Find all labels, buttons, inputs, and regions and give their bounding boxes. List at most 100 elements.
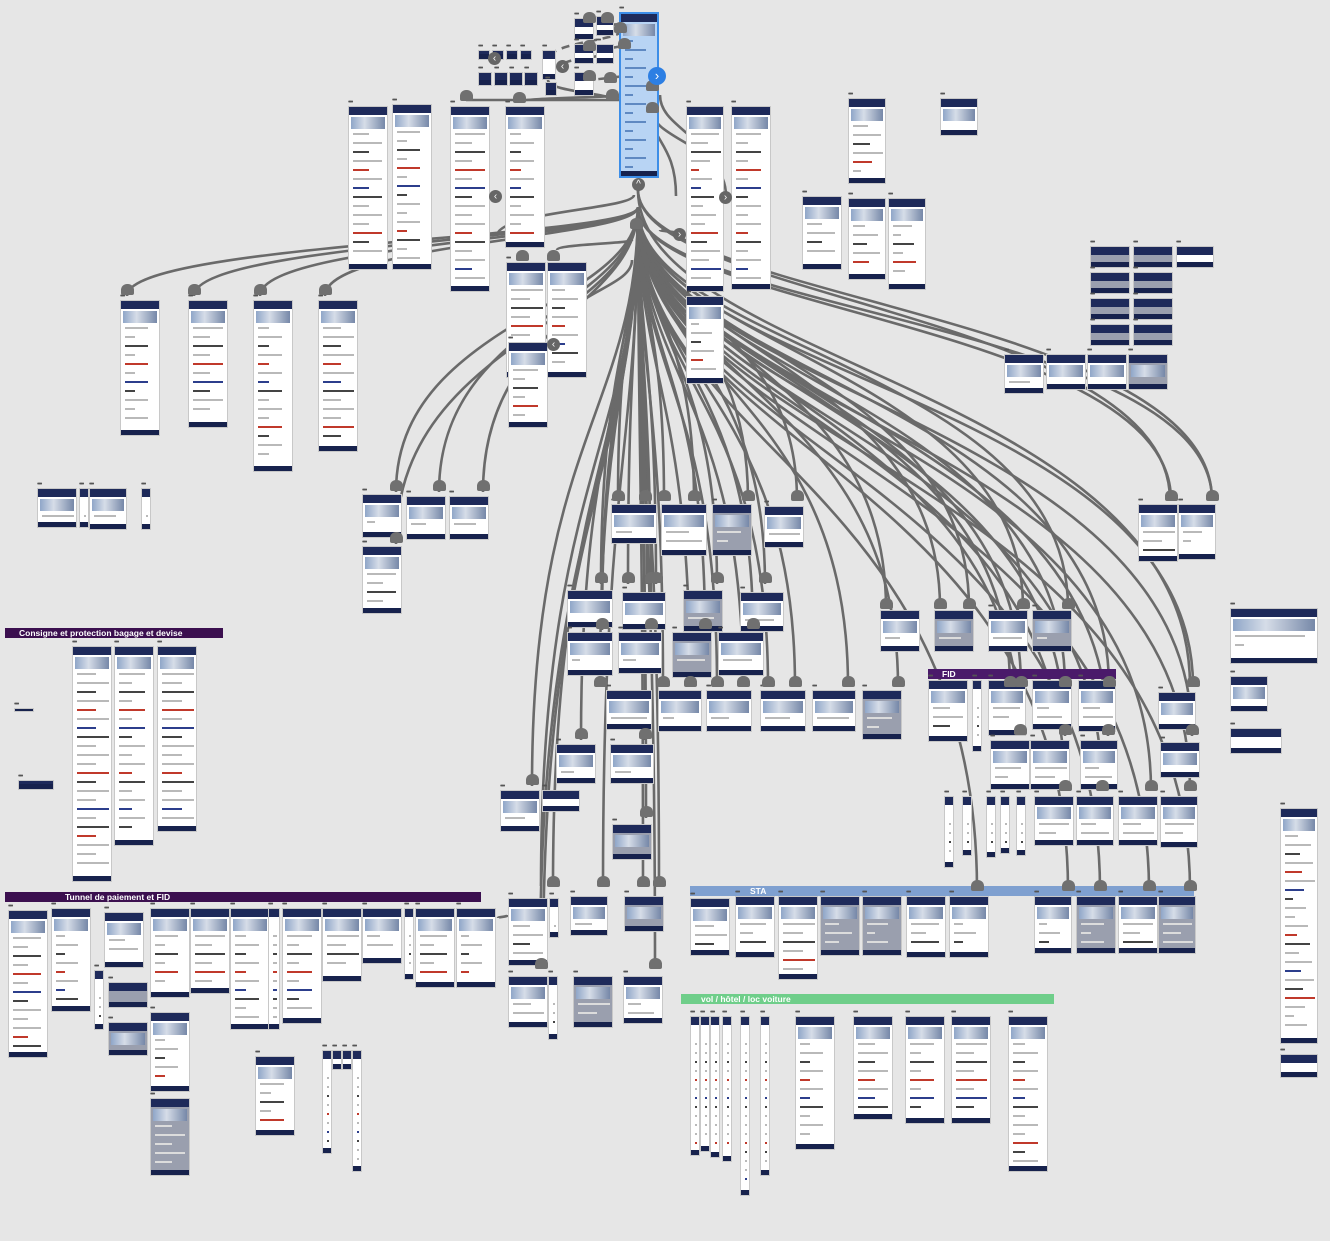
chevron-left-icon[interactable]: ‹ bbox=[556, 60, 569, 73]
artboard-options-label[interactable]: ••• bbox=[1160, 735, 1165, 742]
artboard-options-label[interactable]: ••• bbox=[478, 65, 483, 72]
artboard[interactable] bbox=[1008, 1016, 1048, 1172]
chevron-right-icon[interactable]: › bbox=[719, 191, 732, 204]
artboard[interactable] bbox=[542, 50, 556, 80]
artboard-options-label[interactable]: ••• bbox=[862, 683, 867, 690]
connection-pin[interactable] bbox=[601, 12, 614, 23]
connection-pin[interactable] bbox=[1187, 676, 1200, 687]
artboard-options-label[interactable]: ••• bbox=[990, 733, 995, 740]
artboard[interactable] bbox=[524, 72, 538, 86]
artboard-options-label[interactable]: ••• bbox=[348, 99, 353, 106]
artboard[interactable] bbox=[120, 300, 160, 436]
artboard-options-label[interactable]: ••• bbox=[449, 489, 454, 496]
artboard-options-label[interactable]: ••• bbox=[672, 625, 677, 632]
connection-pin[interactable] bbox=[1206, 490, 1219, 501]
artboard-options-label[interactable]: ••• bbox=[622, 585, 627, 592]
artboard-options-label[interactable]: ••• bbox=[332, 1043, 337, 1050]
artboard-options-label[interactable]: ••• bbox=[141, 481, 146, 488]
artboard-options-label[interactable]: ••• bbox=[150, 1005, 155, 1012]
connection-pin[interactable] bbox=[583, 12, 596, 23]
connection-pin[interactable] bbox=[653, 876, 666, 887]
artboard-options-label[interactable]: ••• bbox=[949, 889, 954, 896]
artboard-options-label[interactable]: ••• bbox=[718, 625, 723, 632]
artboard[interactable] bbox=[862, 896, 902, 956]
artboard-options-label[interactable]: ••• bbox=[157, 639, 162, 646]
connection-pin[interactable] bbox=[971, 880, 984, 891]
connection-pin[interactable] bbox=[1017, 598, 1030, 609]
artboard-options-label[interactable]: ••• bbox=[37, 481, 42, 488]
artboard-options-label[interactable]: ••• bbox=[362, 539, 367, 546]
chevron-right-icon[interactable]: › bbox=[673, 228, 686, 241]
connection-pin[interactable] bbox=[583, 40, 596, 51]
connection-pin[interactable] bbox=[688, 490, 701, 501]
artboard-options-label[interactable]: ••• bbox=[740, 585, 745, 592]
artboard[interactable] bbox=[478, 72, 492, 86]
connection-pin[interactable] bbox=[880, 598, 893, 609]
chevron-left-icon[interactable]: ‹ bbox=[489, 190, 502, 203]
artboard-options-label[interactable]: ••• bbox=[1133, 317, 1138, 324]
connection-pin[interactable] bbox=[646, 102, 659, 113]
artboard-options-label[interactable]: ••• bbox=[268, 901, 273, 908]
artboard[interactable] bbox=[1032, 610, 1072, 652]
artboard-options-label[interactable]: ••• bbox=[508, 891, 513, 898]
artboard-options-label[interactable]: ••• bbox=[986, 789, 991, 796]
artboard[interactable] bbox=[542, 790, 580, 812]
artboard[interactable] bbox=[157, 646, 197, 832]
artboard[interactable] bbox=[760, 1016, 770, 1176]
connection-pin[interactable] bbox=[618, 38, 631, 49]
artboard-options-label[interactable]: ••• bbox=[104, 905, 109, 912]
artboard[interactable] bbox=[509, 72, 523, 86]
artboard[interactable] bbox=[1128, 354, 1168, 390]
connection-pin[interactable] bbox=[892, 676, 905, 687]
artboard[interactable] bbox=[760, 690, 806, 732]
artboard-options-label[interactable]: ••• bbox=[108, 1015, 113, 1022]
chevron-right-icon[interactable]: › bbox=[648, 67, 666, 85]
connection-pin[interactable] bbox=[1059, 676, 1072, 687]
artboard-options-label[interactable]: ••• bbox=[848, 191, 853, 198]
artboard[interactable] bbox=[547, 262, 587, 378]
connection-pin[interactable] bbox=[606, 89, 619, 100]
artboard-options-label[interactable]: ••• bbox=[686, 289, 691, 296]
artboard-options-label[interactable]: ••• bbox=[722, 1009, 727, 1016]
artboard[interactable] bbox=[658, 690, 702, 732]
artboard[interactable] bbox=[764, 506, 804, 548]
artboard-options-label[interactable]: ••• bbox=[596, 37, 601, 44]
connection-pin[interactable] bbox=[516, 250, 529, 261]
artboard[interactable] bbox=[934, 610, 974, 652]
artboard-options-label[interactable]: ••• bbox=[1230, 669, 1235, 676]
connection-pin[interactable] bbox=[1143, 880, 1156, 891]
connection-pin[interactable] bbox=[1059, 724, 1072, 735]
artboard-options-label[interactable]: ••• bbox=[1032, 603, 1037, 610]
connection-pin[interactable] bbox=[934, 598, 947, 609]
artboard-options-label[interactable]: ••• bbox=[905, 1009, 910, 1016]
artboard[interactable] bbox=[1118, 796, 1158, 846]
artboard[interactable] bbox=[508, 342, 548, 428]
artboard-options-label[interactable]: ••• bbox=[1090, 317, 1095, 324]
artboard[interactable] bbox=[802, 196, 842, 270]
artboard[interactable] bbox=[255, 1056, 295, 1136]
artboard[interactable] bbox=[722, 1016, 732, 1162]
artboard-options-label[interactable]: ••• bbox=[573, 969, 578, 976]
artboard-options-label[interactable]: ••• bbox=[944, 789, 949, 796]
artboard[interactable] bbox=[1076, 896, 1116, 954]
artboard[interactable] bbox=[1133, 298, 1173, 320]
artboard-options-label[interactable]: ••• bbox=[318, 293, 323, 300]
connection-pin[interactable] bbox=[575, 728, 588, 739]
artboard[interactable] bbox=[450, 106, 490, 292]
artboard[interactable] bbox=[51, 908, 91, 1012]
artboard[interactable] bbox=[1133, 246, 1173, 268]
artboard[interactable] bbox=[618, 632, 662, 674]
artboard-options-label[interactable]: ••• bbox=[1034, 889, 1039, 896]
artboard-options-label[interactable]: ••• bbox=[150, 901, 155, 908]
artboard[interactable] bbox=[1090, 272, 1130, 294]
artboard[interactable] bbox=[104, 912, 144, 968]
artboard-options-label[interactable]: ••• bbox=[686, 99, 691, 106]
artboard-options-label[interactable]: ••• bbox=[735, 889, 740, 896]
artboard[interactable] bbox=[268, 908, 280, 1030]
artboard-options-label[interactable]: ••• bbox=[853, 1009, 858, 1016]
artboard-options-label[interactable]: ••• bbox=[1133, 291, 1138, 298]
artboard-options-label[interactable]: ••• bbox=[255, 1049, 260, 1056]
artboard[interactable] bbox=[14, 708, 34, 712]
artboard-options-label[interactable]: ••• bbox=[542, 783, 547, 790]
artboard[interactable] bbox=[505, 106, 545, 248]
